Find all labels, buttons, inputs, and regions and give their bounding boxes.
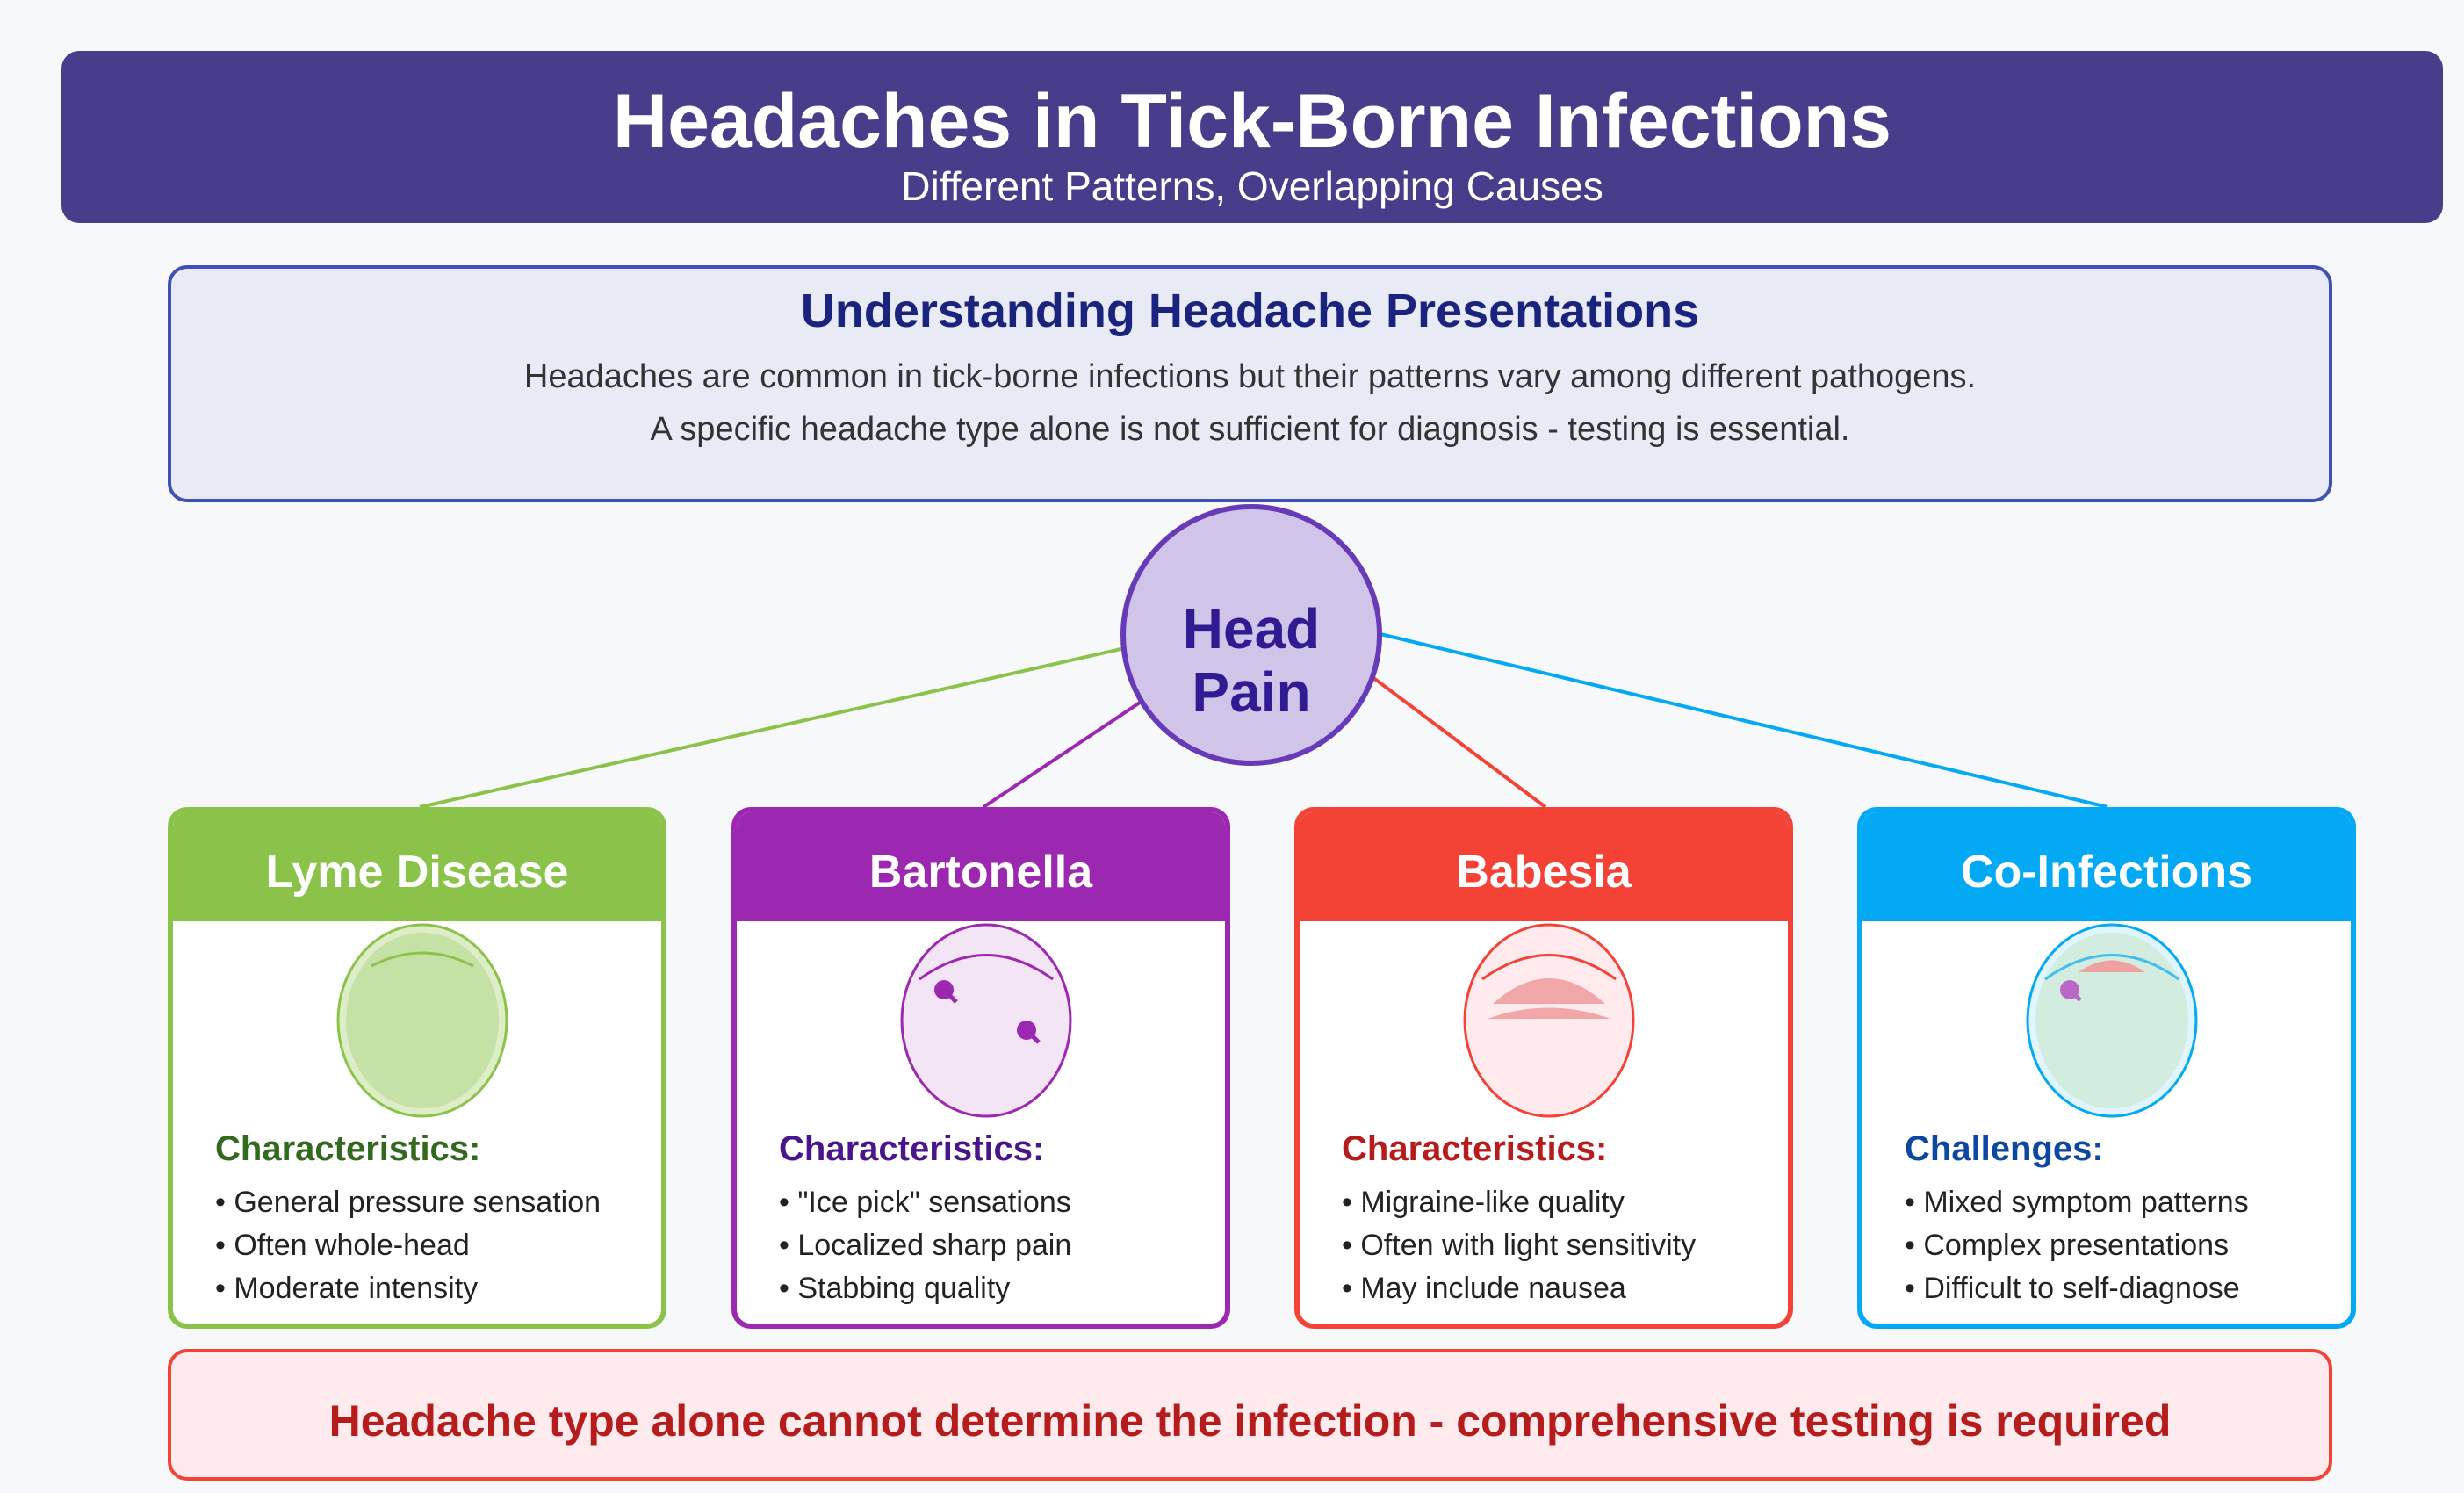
intro-line-1: Headaches are common in tick-borne infec… [523,358,1977,395]
list-item: Localized sharp pain [779,1224,1071,1267]
section-title: Characteristics: [215,1129,481,1168]
card-header-band [1300,812,1788,921]
whole-head-pressure-icon [336,923,508,1118]
card-title: Babesia [1456,847,1632,898]
intro-line-2: A specific headache type alone is not su… [650,411,1850,448]
card-title: Co-Infections [1960,847,2253,898]
intro-heading: Understanding Headache Presentations [800,285,1700,337]
characteristics-list: "Ice pick" sensations Localized sharp pa… [779,1181,1071,1310]
ice-pick-head-icon [900,923,1072,1118]
list-item: Complex presentations [1905,1224,2249,1267]
connector-lyme [419,632,1188,809]
card-title: Lyme Disease [265,847,569,898]
characteristics-list: General pressure sensation Often whole-h… [215,1181,601,1310]
card-lyme-disease: Lyme Disease Characteristics: General pr… [168,807,666,1329]
list-item: General pressure sensation [215,1181,601,1224]
list-item: Moderate intensity [215,1267,601,1310]
section-title: Characteristics: [1342,1129,1608,1168]
card-header-band [1862,812,2351,921]
card-co-infections: Co-Infections Challenges: Mixed symptom … [1857,807,2356,1329]
card-header-band [737,812,1225,921]
hub-label-line-1: Head [1182,597,1321,660]
characteristics-list: Migraine-like quality Often with light s… [1342,1181,1696,1310]
list-item: May include nausea [1342,1267,1696,1310]
page-subtitle: Different Patterns, Overlapping Causes [901,163,1603,209]
mixed-symptom-head-icon [2026,923,2198,1118]
card-bartonella: Bartonella Characteristics: "Ice pick" s… [731,807,1230,1329]
card-babesia: Babesia Characteristics: Migraine-like q… [1294,807,1793,1329]
challenges-list: Mixed symptom patterns Complex presentat… [1905,1181,2249,1310]
list-item: Mixed symptom patterns [1905,1181,2248,1224]
conclusion-banner: Headache type alone cannot determine the… [168,1349,2332,1481]
list-item: Stabbing quality [779,1267,1071,1310]
conclusion-text: Headache type alone cannot determine the… [328,1396,2172,1446]
list-item: "Ice pick" sensations [779,1181,1071,1224]
section-title: Characteristics: [779,1129,1045,1168]
card-title: Bartonella [868,847,1093,898]
intro-panel: Understanding Headache Presentations Hea… [168,265,2332,502]
list-item: Migraine-like quality [1342,1181,1696,1224]
title-banner: Headaches in Tick-Borne Infections Diffe… [61,51,2443,223]
list-item: Difficult to self-diagnose [1905,1267,2249,1310]
card-header-band [173,812,661,921]
migraine-head-icon [1463,923,1635,1118]
head-pain-hub: Head Pain [1120,504,1382,766]
page-title: Headaches in Tick-Borne Infections [612,79,1892,163]
connector-coinfections [1380,632,2108,809]
list-item: Often whole-head [215,1224,601,1267]
hub-label-line-2: Pain [1192,660,1311,724]
section-title: Challenges: [1905,1129,2104,1168]
list-item: Often with light sensitivity [1342,1224,1696,1267]
